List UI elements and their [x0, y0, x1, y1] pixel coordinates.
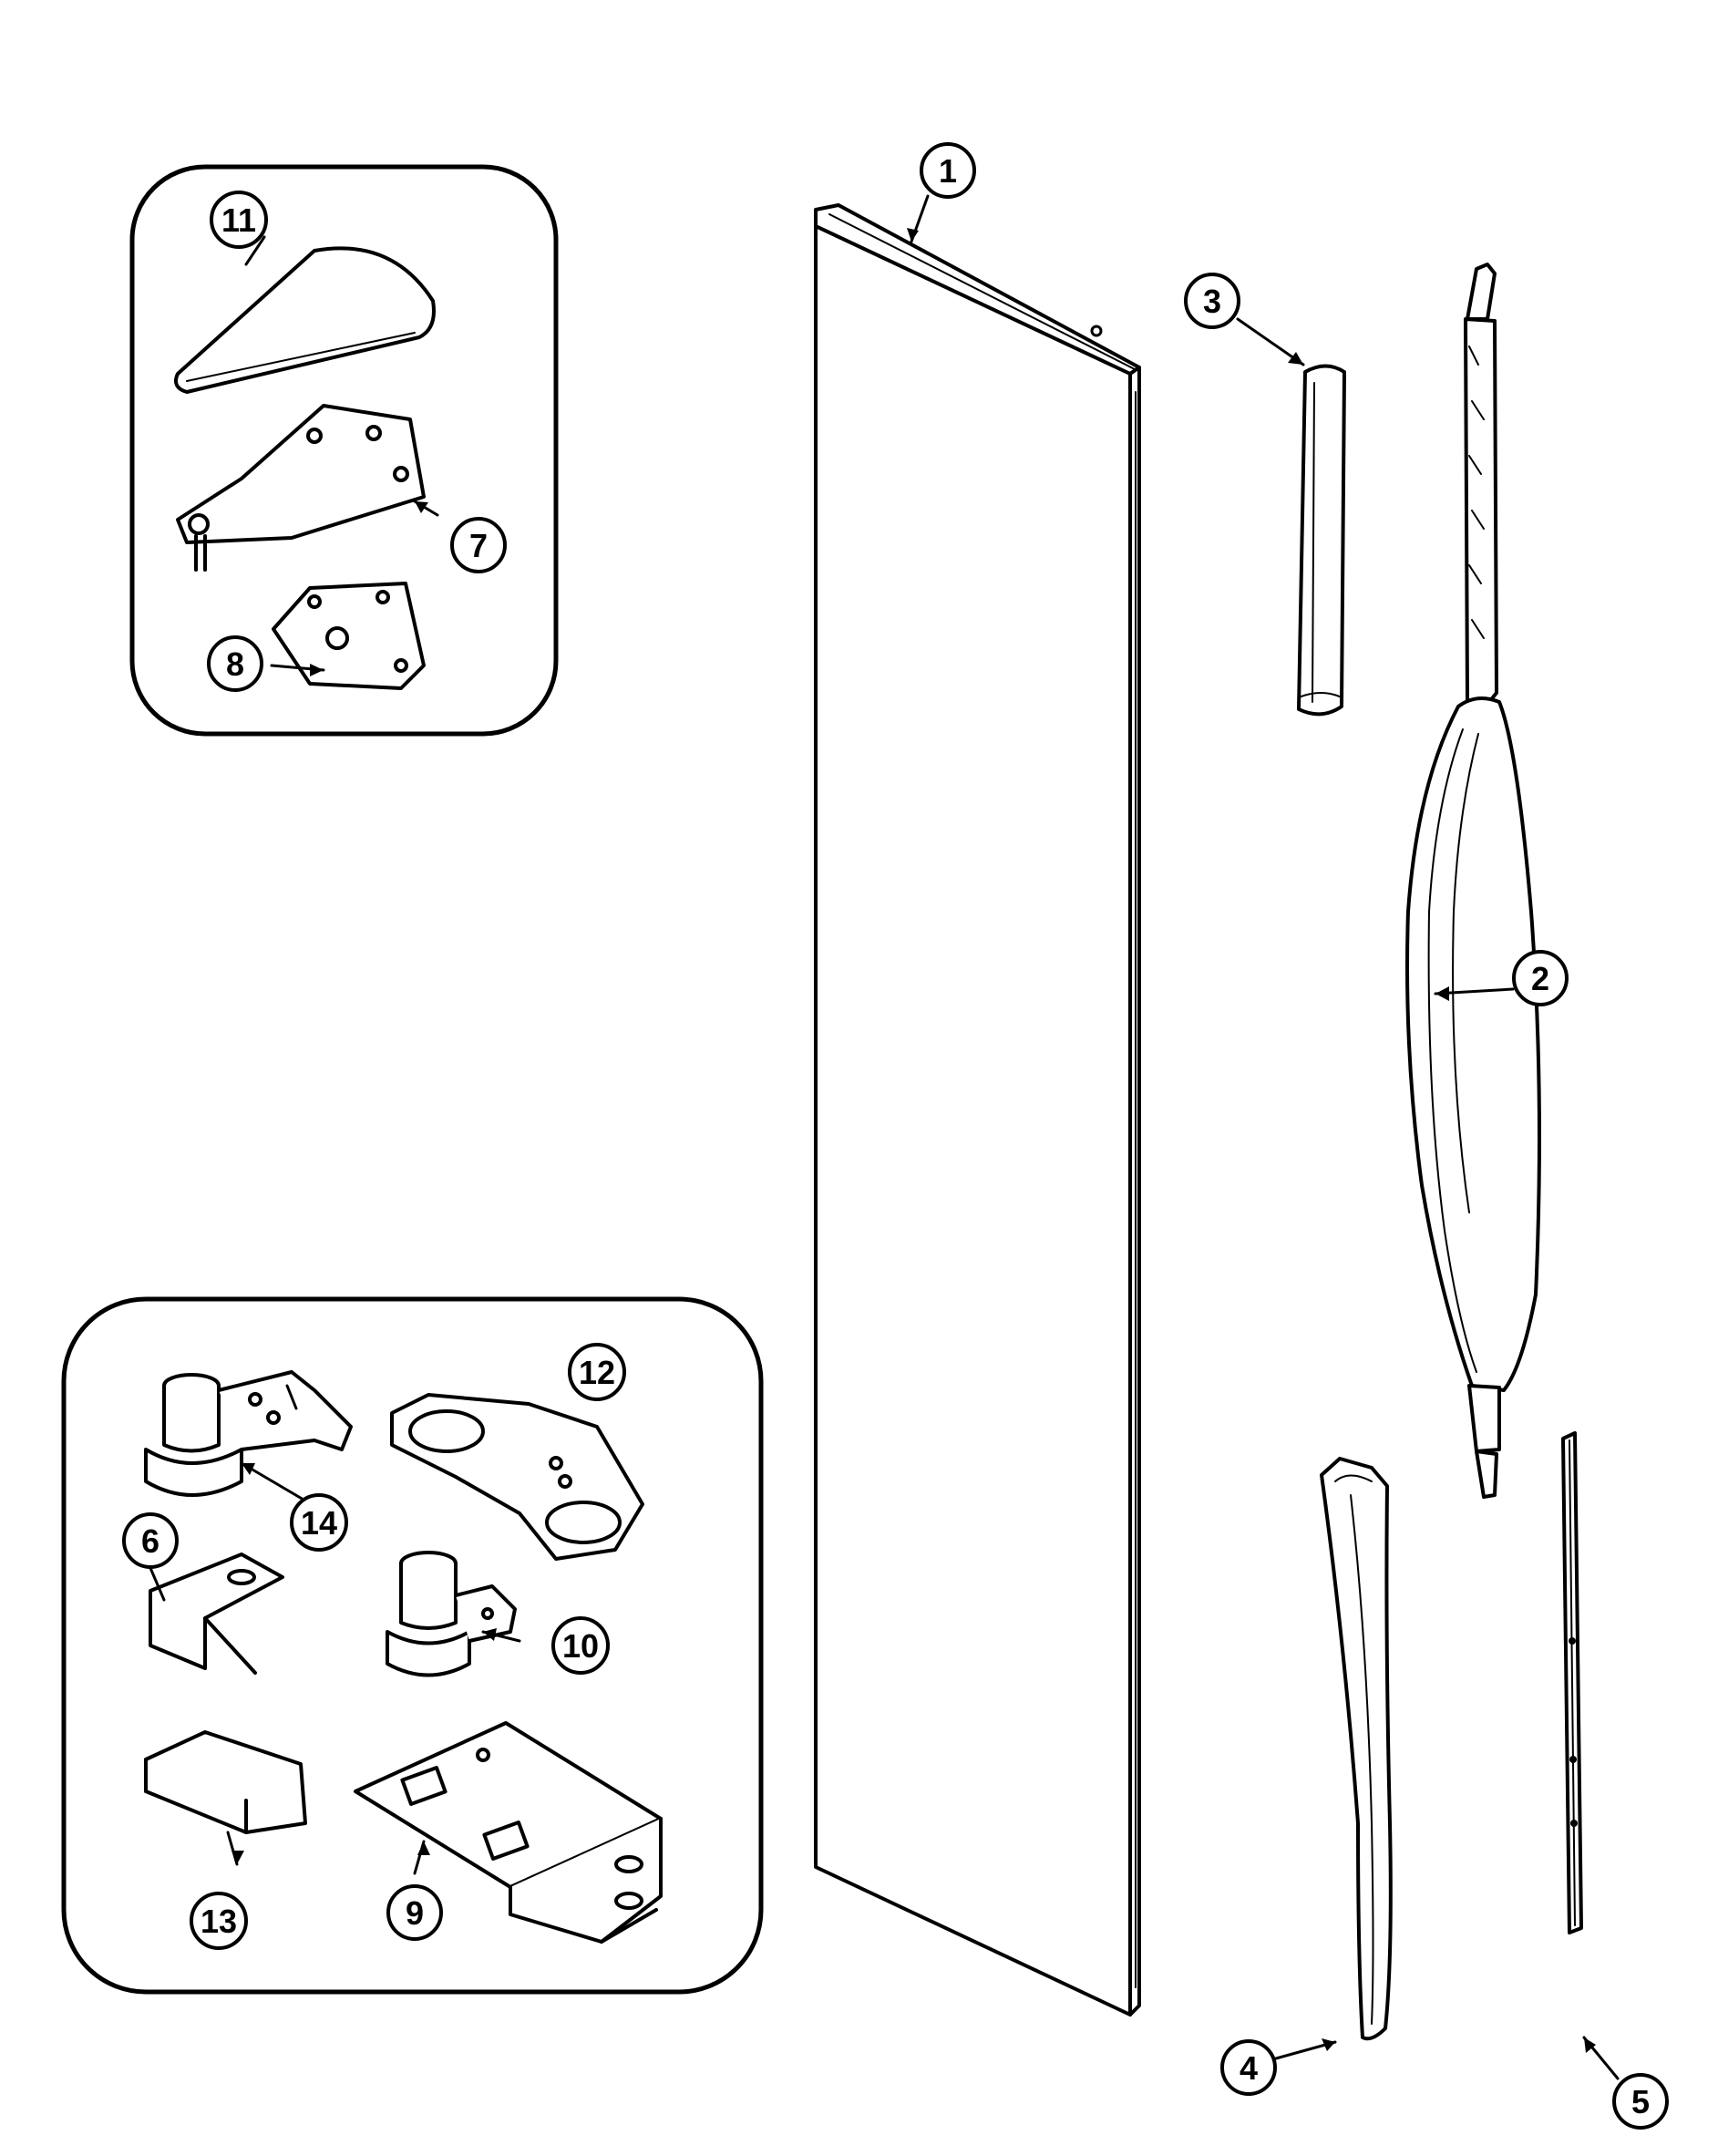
callout-11-label: 11 — [221, 201, 256, 239]
inset-box-hinge-parts — [61, 1296, 764, 1995]
thin-trim-bar — [1561, 1431, 1583, 1934]
hinge-cover — [174, 246, 436, 394]
hinge-shim — [272, 582, 426, 690]
inset-box-hinge-cover — [129, 164, 559, 737]
door-handle — [1405, 263, 1541, 1499]
callout-13-label: 13 — [201, 1903, 237, 1940]
callout-13: 13 — [190, 1892, 248, 1950]
callout-5-label: 5 — [1631, 2083, 1650, 2120]
callout-12: 12 — [568, 1343, 626, 1401]
hinge-cap-cover — [144, 1730, 307, 1834]
callout-4-label: 4 — [1240, 2049, 1258, 2087]
callout-6-label: 6 — [141, 1522, 159, 1560]
callout-6: 6 — [122, 1512, 179, 1569]
callout-8-label: 8 — [226, 645, 244, 683]
callout-3: 3 — [1184, 273, 1240, 329]
callout-2: 2 — [1512, 950, 1569, 1006]
top-trim-strip — [1297, 364, 1346, 717]
callout-4: 4 — [1220, 2039, 1277, 2096]
hinge-bushing-bracket — [390, 1393, 644, 1561]
callout-2-label: 2 — [1531, 960, 1549, 997]
callout-3-label: 3 — [1203, 283, 1221, 320]
callout-9-label: 9 — [406, 1894, 424, 1932]
callout-14: 14 — [290, 1493, 348, 1552]
small-bracket — [149, 1553, 284, 1675]
callout-1: 1 — [920, 142, 976, 199]
callout-7: 7 — [450, 517, 507, 573]
callout-7-label: 7 — [469, 527, 488, 564]
hinge-mounting-bracket — [354, 1721, 663, 1944]
upper-hinge — [176, 404, 426, 572]
gasket-strip — [1320, 1457, 1393, 2041]
callout-8: 8 — [207, 635, 263, 692]
hinge-pin-assembly — [144, 1370, 353, 1497]
callouts: 1 3 2 4 5 11 7 8 — [122, 142, 1669, 2130]
callout-10-label: 10 — [562, 1627, 599, 1665]
callout-10: 10 — [551, 1616, 610, 1675]
callout-14-label: 14 — [301, 1504, 337, 1542]
hinge-pin-mount — [386, 1551, 517, 1677]
arrowheads — [231, 228, 1596, 2053]
callout-9: 9 — [386, 1884, 443, 1941]
callout-5: 5 — [1612, 2073, 1669, 2130]
door-panel — [814, 203, 1141, 2017]
callout-1-label: 1 — [939, 152, 957, 190]
callout-11: 11 — [210, 191, 268, 249]
callout-12-label: 12 — [579, 1354, 615, 1391]
